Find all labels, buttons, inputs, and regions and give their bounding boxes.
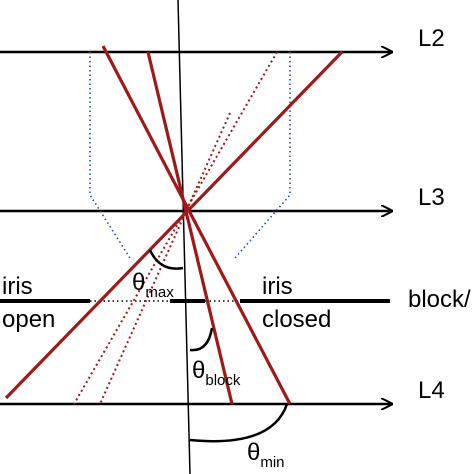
theta-block-arc <box>189 327 214 352</box>
label-iris-closed-line2: closed <box>262 306 331 333</box>
label-iris-open-line2: open <box>2 306 55 333</box>
label-l4: L4 <box>418 377 445 404</box>
label-block: block/ <box>408 286 471 313</box>
label-theta-min: θmin <box>247 439 285 471</box>
optical-axis <box>177 0 191 474</box>
beam-outline-dotted <box>89 52 291 259</box>
label-theta-block: θblock <box>192 357 241 389</box>
rays-solid <box>4 45 344 405</box>
rays-dotted <box>73 51 278 405</box>
label-theta-max: θmax <box>132 269 174 301</box>
label-iris-closed-line1: iris <box>262 273 293 300</box>
theta-min-arc <box>189 403 289 443</box>
label-l2: L2 <box>418 25 445 52</box>
label-l3: L3 <box>418 184 445 211</box>
label-iris-open-line1: iris <box>2 273 33 300</box>
theta-max-arc <box>148 249 184 270</box>
